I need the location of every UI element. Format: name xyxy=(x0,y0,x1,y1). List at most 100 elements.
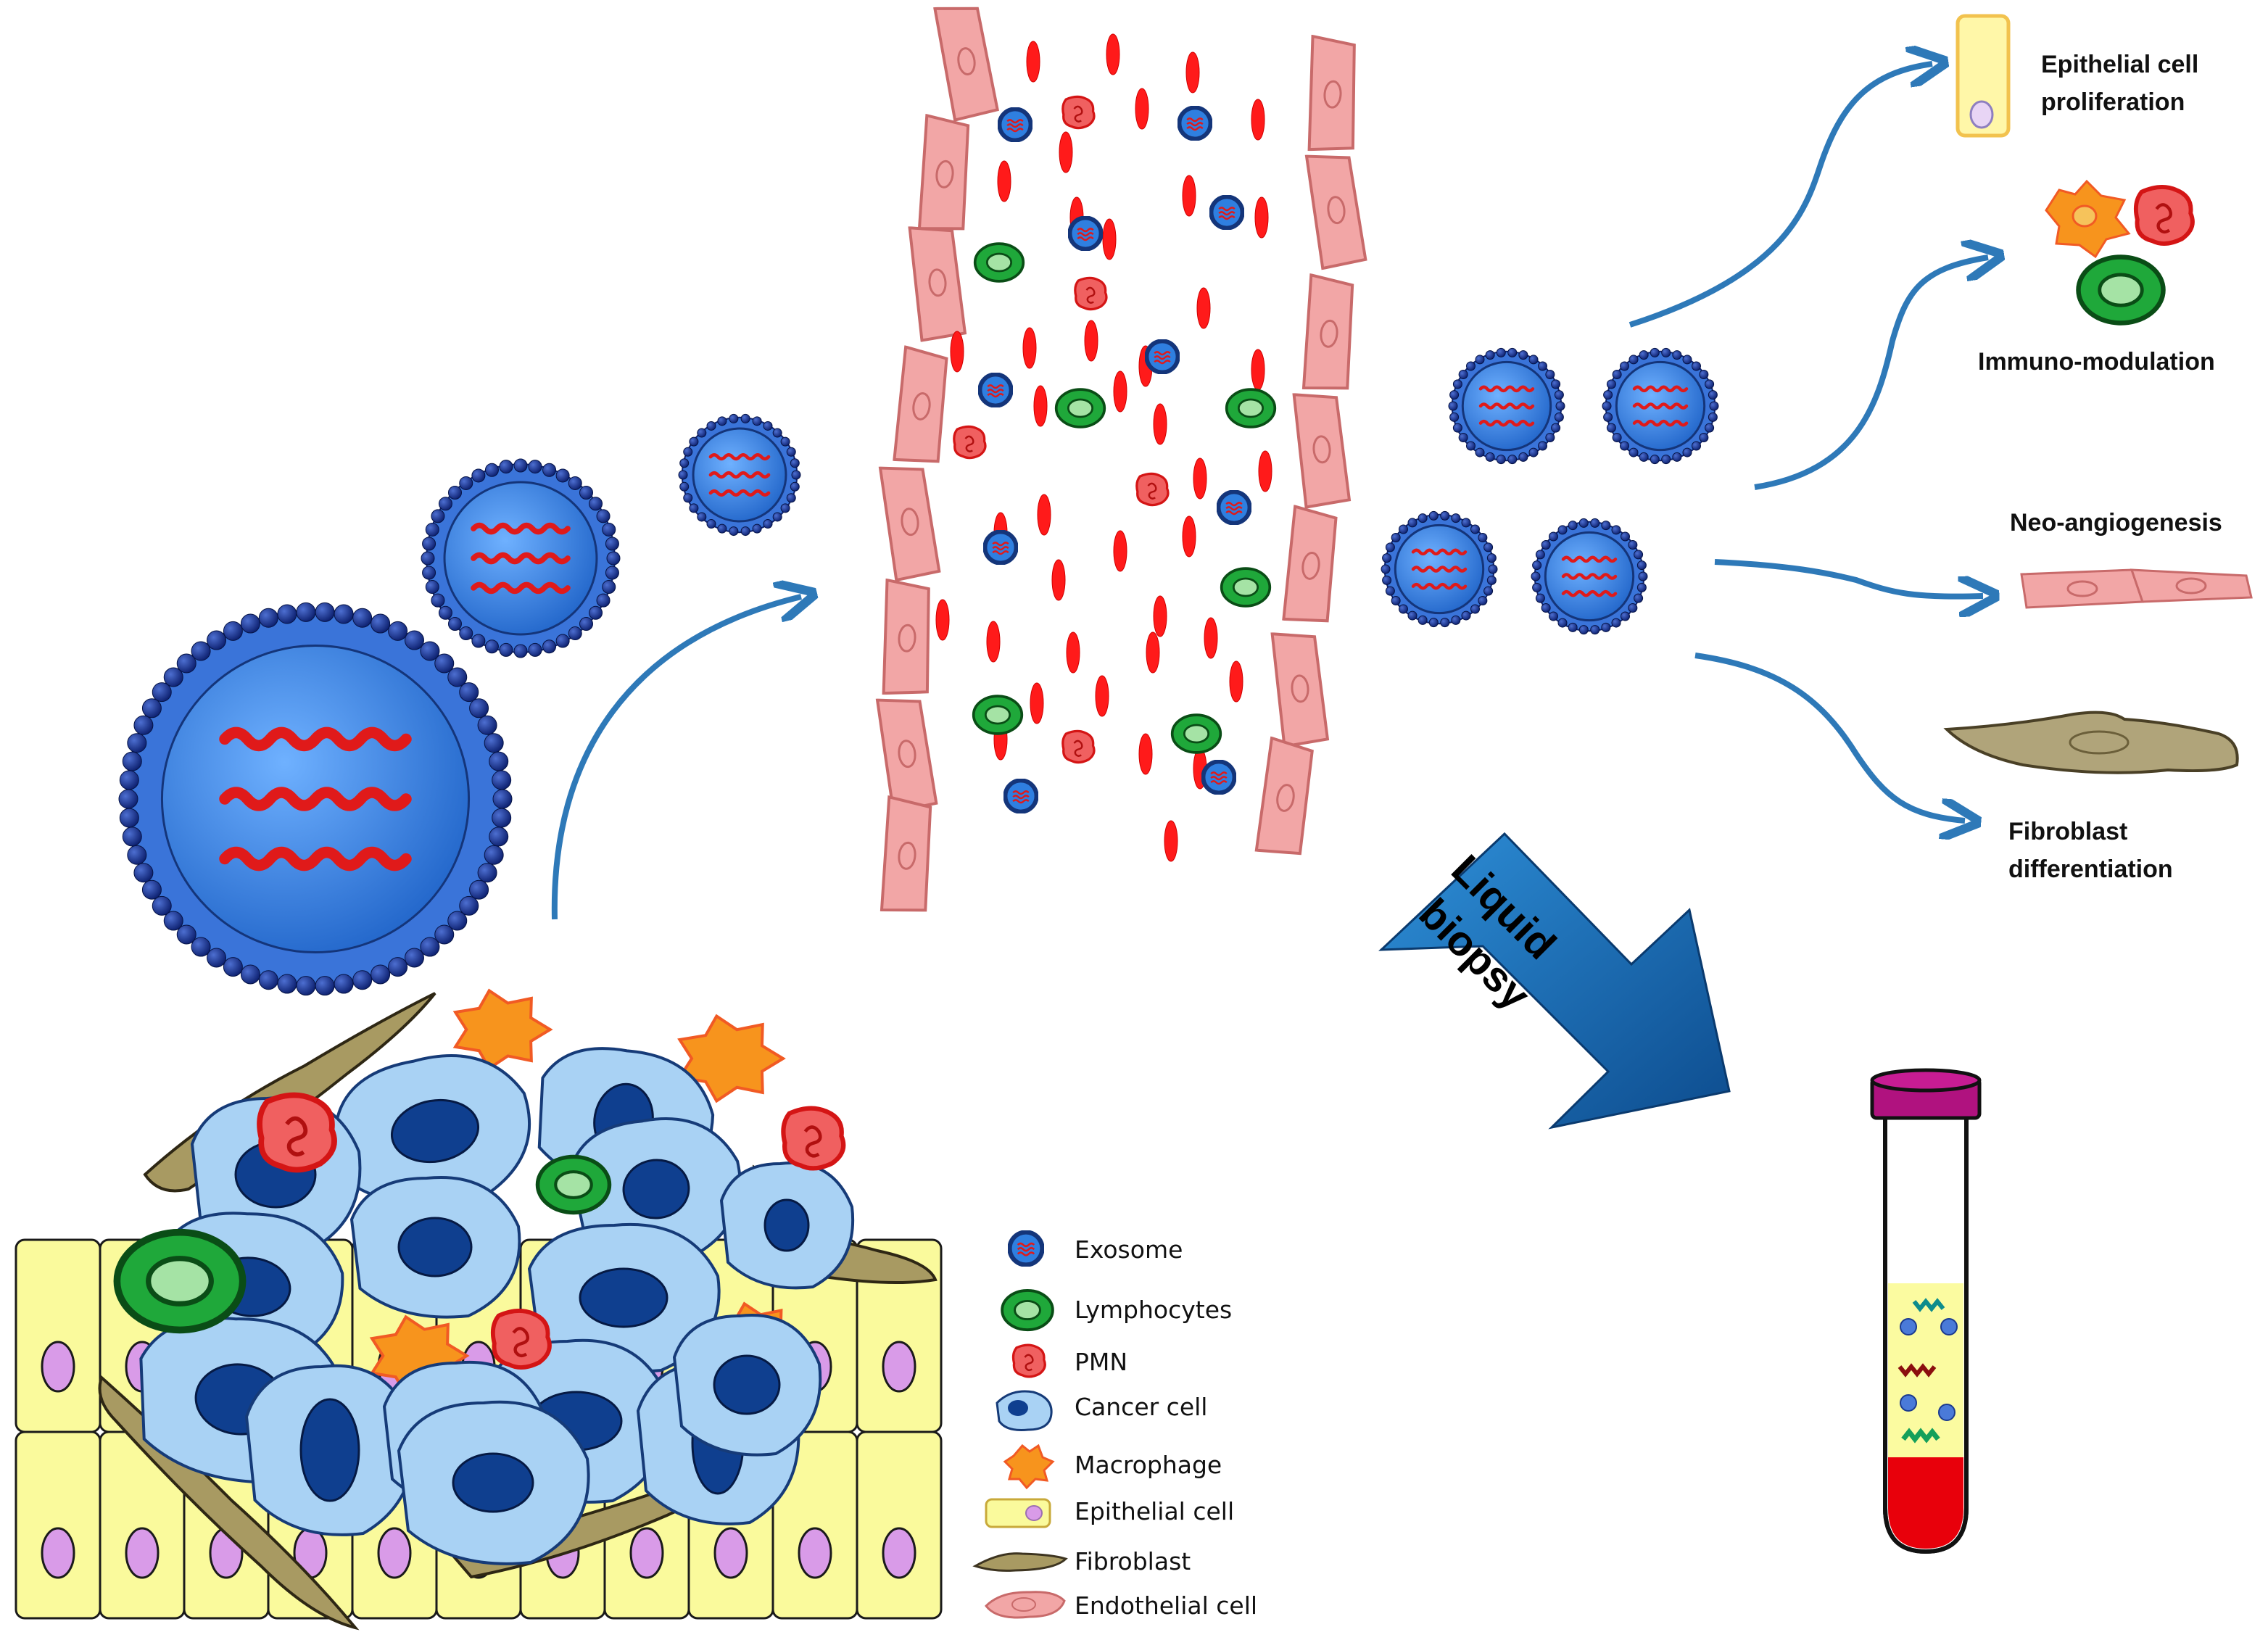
lipid-head xyxy=(1548,611,1558,621)
lipid-head xyxy=(425,580,439,595)
lipid-head xyxy=(1470,604,1481,614)
exosome-in-blood xyxy=(1146,341,1178,372)
lipid-head xyxy=(1699,370,1709,380)
lipid-head xyxy=(1532,582,1542,592)
lipid-head xyxy=(568,476,582,490)
cancer-cell-nucleus xyxy=(579,1267,669,1328)
lipid-head xyxy=(240,964,260,985)
lipid-head xyxy=(555,634,570,648)
lipid-head xyxy=(1699,432,1709,442)
pmn xyxy=(1074,276,1108,311)
lipid-head xyxy=(421,551,435,566)
cancer-cell-nucleus xyxy=(299,1398,360,1502)
lipid-head xyxy=(1535,593,1545,603)
lipid-head xyxy=(1485,350,1495,360)
red-blood-cell xyxy=(1026,41,1040,83)
legend-label-lymphocytes: Lymphocytes xyxy=(1075,1296,1232,1324)
epithelial-nucleus xyxy=(41,1341,75,1393)
red-blood-cell xyxy=(1182,175,1196,217)
cancer-cell xyxy=(349,1176,521,1319)
lipid-head xyxy=(447,667,468,687)
exosome-in-blood xyxy=(985,531,1016,563)
exosome-in-blood xyxy=(1005,780,1036,811)
lipid-head xyxy=(513,458,528,473)
lipid-head xyxy=(191,641,211,661)
lipid-head xyxy=(579,617,594,631)
lipid-head xyxy=(1518,452,1528,462)
cancer-cell-nucleus xyxy=(452,1452,534,1513)
legend-item-lymphocytes: Lymphocytes xyxy=(1001,1288,1232,1332)
lymphocyte xyxy=(972,695,1024,735)
red-blood-cell xyxy=(1113,530,1127,572)
red-blood-cell xyxy=(1153,403,1167,445)
lipid-head xyxy=(1682,447,1692,457)
lipid-head xyxy=(1636,582,1647,592)
lipid-head xyxy=(679,458,690,468)
epithelial-cell xyxy=(15,1430,102,1620)
lipid-head xyxy=(1418,513,1428,523)
legend-item-pmn: PMN xyxy=(1011,1343,1127,1378)
rna-strand xyxy=(1561,589,1618,597)
lipid-head xyxy=(152,682,172,703)
lipid-head xyxy=(579,485,594,500)
endothelial-cell xyxy=(1303,35,1362,154)
lipid-head xyxy=(296,976,316,996)
lipid-head xyxy=(1528,355,1539,365)
lipid-head xyxy=(334,604,354,624)
red-blood-cell xyxy=(1037,494,1051,536)
lipid-head xyxy=(1545,432,1555,442)
lipid-head xyxy=(163,911,183,931)
lipid-head xyxy=(790,481,800,492)
lipid-head xyxy=(1612,432,1622,442)
lipid-head xyxy=(740,413,750,423)
lipid-head xyxy=(1449,412,1460,422)
lipid-head xyxy=(1636,560,1647,571)
lymphocyte xyxy=(1220,567,1272,608)
rna-strand xyxy=(1632,419,1689,427)
red-blood-cell xyxy=(1251,99,1265,141)
lipid-head xyxy=(1451,615,1461,625)
lipid-head xyxy=(1603,390,1613,400)
label-fibro-line1: Fibroblast xyxy=(2008,818,2127,845)
lipid-head xyxy=(119,808,139,828)
lipid-head xyxy=(1382,553,1392,563)
lipid-head xyxy=(1496,347,1506,357)
lipid-head xyxy=(729,526,739,537)
arrow-fibro xyxy=(1694,653,1965,821)
lipid-head xyxy=(697,512,707,522)
lipid-head xyxy=(589,605,603,620)
lipid-head xyxy=(1628,602,1638,613)
exosome-in-blood xyxy=(1211,196,1242,228)
lipid-head xyxy=(240,613,260,634)
lipid-head xyxy=(499,460,513,474)
lipid-head xyxy=(1554,390,1564,400)
lipid-head xyxy=(1451,513,1461,523)
legend: Exosome Lymphocytes PMN Cancer cell Macr… xyxy=(972,1233,1257,1620)
lipid-head xyxy=(277,974,297,994)
rna-strand xyxy=(708,452,771,461)
lipid-head xyxy=(223,621,243,641)
red-blood-cell xyxy=(1138,733,1153,775)
lipid-head xyxy=(152,895,172,916)
pmn xyxy=(1061,95,1096,130)
lipid-head xyxy=(258,970,278,990)
legend-item-exosome: Exosome xyxy=(1010,1233,1183,1265)
lipid-head xyxy=(1452,423,1462,433)
lipid-head xyxy=(1682,355,1692,365)
tumor-tissue xyxy=(15,988,943,1631)
endothelial-cell xyxy=(1298,273,1360,394)
lymphocyte xyxy=(538,1157,610,1213)
epithelial-nucleus xyxy=(882,1341,916,1393)
lipid-head xyxy=(477,863,497,883)
lipid-head xyxy=(484,463,499,477)
rna-strand xyxy=(1411,548,1468,556)
lipid-head xyxy=(434,653,455,674)
lipid-head xyxy=(752,523,762,534)
lipid-head xyxy=(1568,521,1578,531)
lipid-head xyxy=(141,879,162,900)
lipid-head xyxy=(606,551,621,566)
lipid-head xyxy=(489,827,509,847)
circulating-exosomes xyxy=(1381,347,1719,635)
rna-strand xyxy=(1478,402,1535,410)
lipid-head xyxy=(420,937,440,957)
